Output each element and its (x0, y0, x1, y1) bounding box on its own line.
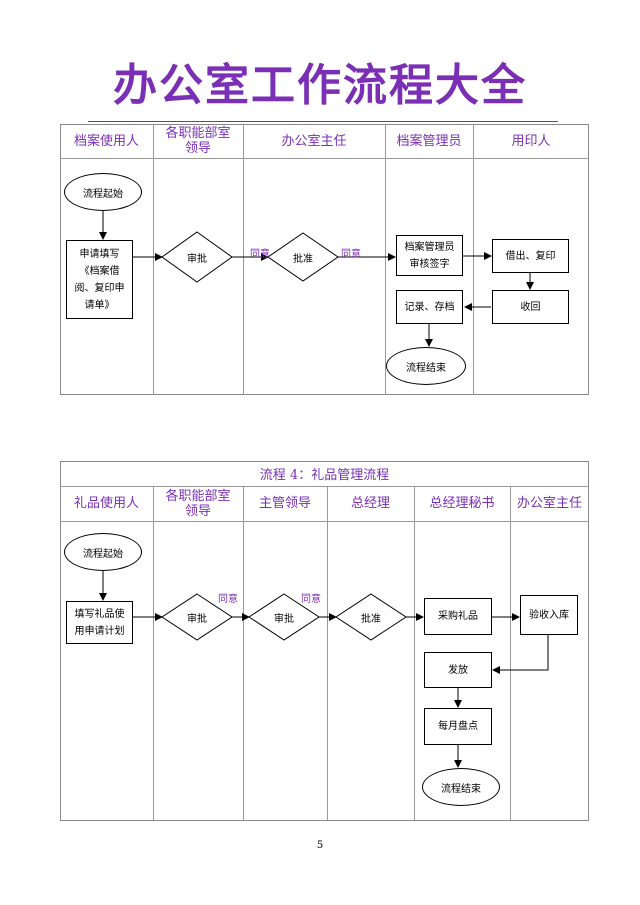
flow2-purchase: 采购礼品 (424, 598, 492, 635)
flow2-agree-label: 同意 (301, 594, 321, 605)
flow2-table (60, 461, 589, 821)
flow1-retrieve: 收回 (492, 290, 569, 324)
flow2-decision-permit (335, 593, 407, 641)
flow1-apply-form: 申请填写 《档案借 阅、复印申 请单》 (66, 240, 133, 319)
flow1-end: 流程结束 (386, 347, 466, 385)
flow2-lane-header: 主管领导 (258, 496, 311, 511)
flow2-monthly-inventory: 每月盘点 (424, 708, 492, 745)
flow1-record-archive: 记录、存档 (396, 290, 463, 324)
flow2-title-divider (60, 486, 589, 487)
flow1-start: 流程起始 (64, 173, 142, 211)
flow1-lane-divider (153, 124, 154, 395)
flow2-lane-header: 各职能部室 领导 (165, 488, 231, 519)
flow2-lane-divider (243, 486, 244, 821)
flow1-lane-divider (243, 124, 244, 395)
flow2-header-divider (60, 521, 589, 522)
flow1-table (60, 124, 589, 395)
flow1-agree-label: 同意 (341, 249, 361, 260)
flow2-lane-divider (327, 486, 328, 821)
page-title: 办公室工作流程大全 (113, 60, 527, 111)
flow2-lane-header: 总经理秘书 (429, 496, 495, 511)
flow1-decision-approve-label: 审批 (187, 253, 207, 265)
flow2-end: 流程结束 (422, 768, 500, 806)
flow1-lane-header: 档案管理员 (396, 133, 462, 149)
flow2-decision-approve2-label: 审批 (274, 613, 294, 625)
flow1-agree-label: 同意 (250, 249, 270, 260)
flow2-lane-header: 办公室主任 (516, 496, 582, 511)
flow1-decision-approve (161, 231, 233, 283)
flow1-lane-header: 各职能部室 领导 (165, 126, 231, 156)
flow2-lane-divider (510, 486, 511, 821)
flow1-lane-header: 档案使用人 (73, 133, 139, 149)
flow1-lane-header: 用印人 (511, 133, 551, 149)
flow1-header-divider (60, 158, 589, 159)
flow2-lane-divider (414, 486, 415, 821)
flow2-decision-approve2 (248, 593, 320, 641)
flow2-decision-permit-label: 批准 (361, 613, 381, 625)
flow2-lane-divider (153, 486, 154, 821)
flow2-lane-header: 礼品使用人 (73, 496, 139, 511)
flow2-lane-header: 总经理 (350, 496, 390, 511)
flow2-accept-stock: 验收入库 (520, 595, 578, 635)
flow2-start: 流程起始 (64, 533, 142, 571)
flow2-distribute: 发放 (424, 652, 492, 688)
flow1-lend-copy: 借出、复印 (492, 239, 569, 273)
flow2-decision-approve1 (161, 593, 233, 641)
flow2-apply-plan: 填写礼品使 用申请计划 (66, 601, 133, 644)
flow2-decision-approve1-label: 审批 (187, 613, 207, 625)
flow1-decision-permit (267, 232, 339, 282)
flow1-decision-permit-label: 批准 (293, 253, 313, 265)
flow1-lane-divider (385, 124, 386, 395)
flow1-lane-header: 办公室主任 (281, 133, 347, 149)
title-underline (88, 121, 558, 122)
flow2-title: 流程 4：礼品管理流程 (259, 468, 390, 483)
flow2-agree-label: 同意 (218, 594, 238, 605)
flow1-lane-divider (473, 124, 474, 395)
page-number: 5 (316, 840, 324, 851)
flow1-archivist-review: 档案管理员 审核签字 (396, 235, 463, 276)
